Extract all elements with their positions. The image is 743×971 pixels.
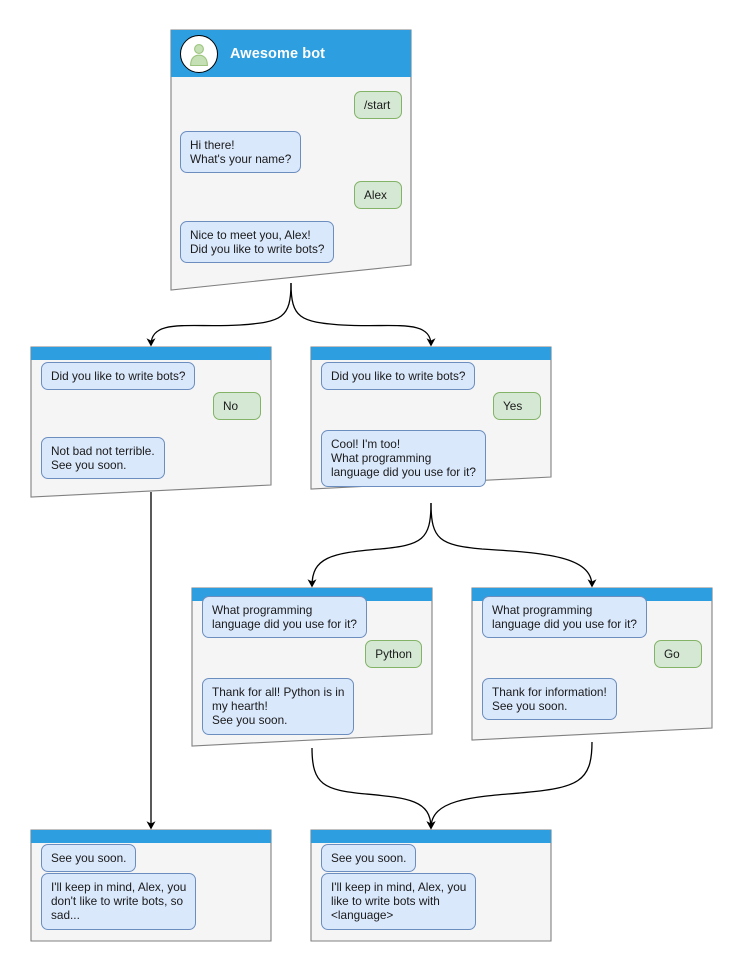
edge-yes-to-go — [430, 502, 597, 588]
message-row: I'll keep in mind, Alex, you like to wri… — [321, 873, 541, 930]
message-row: See you soon. — [41, 844, 261, 873]
bot-message-bubble[interactable]: Hi there! What's your name? — [180, 131, 302, 174]
card-header-start: Awesome bot — [171, 30, 411, 77]
chat-card-start[interactable]: Awesome bot /start Hi there! What's your… — [171, 30, 411, 290]
bot-message-bubble[interactable]: Did you like to write bots? — [41, 362, 196, 391]
edge-python-to-end-happy — [311, 747, 436, 830]
bot-message-bubble[interactable]: Cool! I'm too! What programming language… — [321, 430, 486, 487]
message-row: Go — [482, 640, 702, 669]
message-row: Did you like to write bots? — [321, 362, 541, 391]
user-message-bubble[interactable]: Yes — [493, 392, 541, 421]
bot-message-bubble[interactable]: Not bad not terrible. See you soon. — [41, 437, 165, 480]
edge-start-to-yes — [290, 282, 436, 347]
bot-message-bubble[interactable]: Did you like to write bots? — [321, 362, 476, 391]
message-row: Thank for all! Python is in my hearth! S… — [202, 678, 422, 735]
message-row: Python — [202, 640, 422, 669]
bot-message-bubble[interactable]: Nice to meet you, Alex! Did you like to … — [180, 221, 335, 264]
bot-message-bubble[interactable]: I'll keep in mind, Alex, you like to wri… — [321, 873, 477, 930]
message-row: Hi there! What's your name? — [180, 131, 402, 174]
user-message-bubble[interactable]: Python — [365, 640, 422, 669]
chat-card-end-happy[interactable]: See you soon. I'll keep in mind, Alex, y… — [311, 830, 551, 941]
message-row: See you soon. — [321, 844, 541, 873]
user-message-bubble[interactable]: Alex — [354, 181, 402, 210]
message-row: /start — [180, 91, 402, 120]
chat-card-lang-python[interactable]: What programming language did you use fo… — [192, 588, 432, 746]
message-row: Thank for information! See you soon. — [482, 678, 702, 721]
edge-go-to-end-happy — [426, 741, 593, 830]
chat-card-lang-go[interactable]: What programming language did you use fo… — [472, 588, 712, 740]
chat-card-answer-yes[interactable]: Did you like to write bots? Yes Cool! I'… — [311, 347, 551, 497]
card-title-start: Awesome bot — [230, 45, 326, 62]
person-avatar-icon — [180, 34, 218, 73]
edge-start-to-no — [146, 282, 292, 347]
user-message-bubble[interactable]: No — [213, 392, 261, 421]
chat-card-answer-no[interactable]: Did you like to write bots? No Not bad n… — [31, 347, 271, 497]
message-row: Not bad not terrible. See you soon. — [41, 437, 261, 480]
message-row: No — [41, 392, 261, 421]
message-row: Did you like to write bots? — [41, 362, 261, 391]
message-row: What programming language did you use fo… — [482, 596, 702, 639]
bot-message-bubble[interactable]: Thank for all! Python is in my hearth! S… — [202, 678, 355, 735]
message-row: I'll keep in mind, Alex, you don't like … — [41, 873, 261, 930]
bot-message-bubble[interactable]: What programming language did you use fo… — [482, 596, 647, 639]
bot-message-bubble[interactable]: Thank for information! See you soon. — [482, 678, 617, 721]
bot-message-bubble[interactable]: See you soon. — [321, 844, 417, 873]
message-row: Cool! I'm too! What programming language… — [321, 430, 541, 487]
chat-card-end-sad[interactable]: See you soon. I'll keep in mind, Alex, y… — [31, 830, 271, 941]
message-row: Yes — [321, 392, 541, 421]
edge-yes-to-python — [307, 502, 432, 588]
bot-message-bubble[interactable]: What programming language did you use fo… — [202, 596, 367, 639]
message-row: Nice to meet you, Alex! Did you like to … — [180, 221, 402, 264]
user-message-bubble[interactable]: Go — [654, 640, 702, 669]
bot-message-bubble[interactable]: See you soon. — [41, 844, 137, 873]
message-row: Alex — [180, 181, 402, 210]
user-message-bubble[interactable]: /start — [354, 91, 402, 120]
bot-message-bubble[interactable]: I'll keep in mind, Alex, you don't like … — [41, 873, 197, 930]
message-row: What programming language did you use fo… — [202, 596, 422, 639]
